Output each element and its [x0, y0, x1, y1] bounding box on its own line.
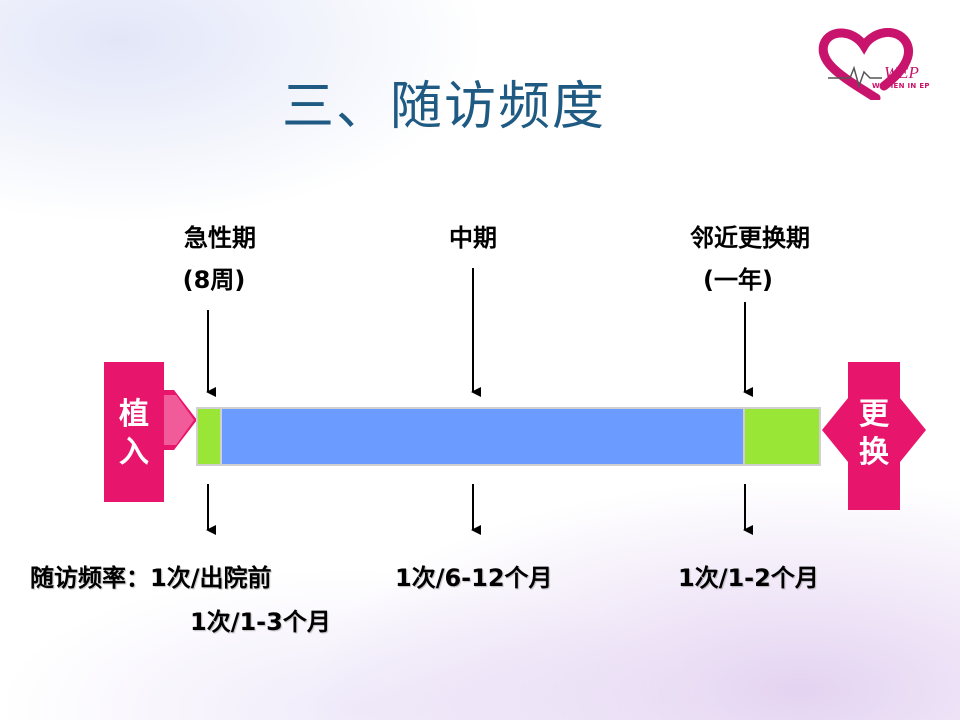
phase-acute: 急性期 (8周) — [150, 224, 290, 294]
replacement-arrow — [822, 362, 926, 510]
phase-late-sub: (一年) — [703, 266, 773, 294]
frequency-prefix: 随访频率： — [30, 564, 150, 592]
svg-text:WEP: WEP — [884, 63, 919, 82]
phase-late-name: 邻近更换期 — [690, 224, 810, 252]
phase-acute-sub: (8周) — [182, 266, 246, 294]
frequency-acute: 随访频率：1次/出院前 — [30, 558, 271, 593]
frequency-late: 1次/1-2个月 — [678, 564, 819, 592]
timeline-late-segment — [743, 407, 821, 466]
frequency-middle: 1次/6-12个月 — [395, 564, 553, 592]
phase-middle-name: 中期 — [449, 224, 497, 252]
logo-caption: WOMEN IN EP — [872, 82, 930, 90]
phase-acute-name: 急性期 — [184, 224, 256, 252]
frequency-acute-line1: 1次/出院前 — [150, 564, 272, 592]
timeline-middle-segment — [220, 407, 745, 466]
page-title: 三、随访频度 — [282, 77, 607, 137]
phase-late: 邻近更换期 (一年) — [660, 224, 840, 294]
implant-label: 植 入 — [119, 397, 149, 470]
phase-middle: 中期 — [418, 224, 528, 252]
implant-arrow-inner — [164, 395, 194, 445]
timeline-acute-segment — [196, 407, 222, 466]
frequency-acute-line2: 1次/1-3个月 — [190, 608, 331, 636]
replacement-label: 更 换 — [859, 397, 889, 470]
heart-icon: WEP — [818, 28, 919, 100]
